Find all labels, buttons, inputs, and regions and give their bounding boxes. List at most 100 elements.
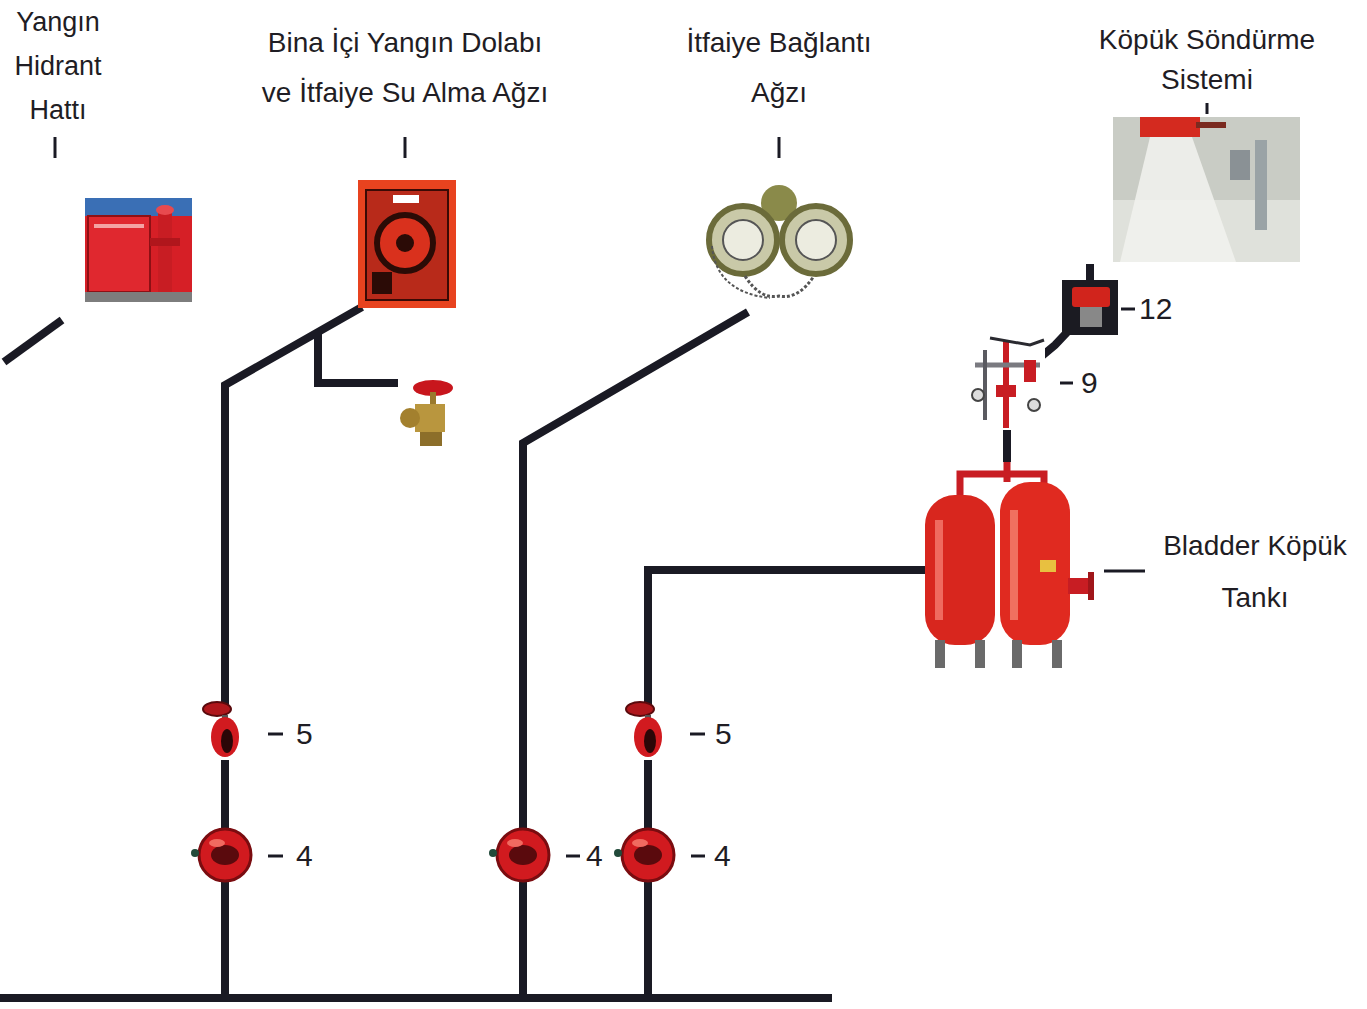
alarm-valve-symbol — [634, 845, 662, 865]
valve-manifold-picture — [972, 389, 984, 401]
alarm-valve-symbol — [614, 849, 622, 857]
equipment-label: İtfaiye Bağlantı Ağzı — [669, 18, 889, 118]
valve-manifold-picture — [996, 385, 1016, 397]
valve-manifold-picture — [1003, 340, 1009, 428]
equipment-label: Bina İçi Yangın Dolabı ve İtfaiye Su Alm… — [255, 18, 555, 118]
alarm-valve-symbol — [509, 845, 537, 865]
siamese-connection-picture — [712, 246, 770, 298]
callout-number: 5 — [715, 716, 732, 752]
equipment-node: Bina İçi Yangın Dolabı ve İtfaiye Su Alm… — [255, 18, 555, 310]
bladder-tank-picture — [1012, 640, 1022, 668]
alarm-valve-symbol — [497, 829, 549, 881]
leader-line — [690, 733, 705, 736]
label-anchor: 9 — [1081, 365, 1098, 401]
butterfly-valve-symbol — [203, 702, 231, 716]
fire-cabinet-picture — [372, 272, 392, 294]
equipment-label: Bladder Köpük Tankı — [1150, 520, 1360, 624]
pipe — [0, 994, 832, 1002]
angle-valve-picture — [400, 380, 453, 446]
siamese-connection-picture — [709, 206, 777, 274]
equipment-node: İtfaiye Bağlantı Ağzı — [669, 18, 889, 302]
valve-manifold-picture — [1024, 360, 1036, 382]
pipe — [644, 882, 652, 998]
alarm-valve-symbol — [199, 829, 251, 881]
leader-line — [268, 733, 283, 736]
pipe — [0, 307, 925, 998]
valve-manifold-picture — [970, 335, 1045, 430]
fire-cabinet-picture — [358, 180, 456, 308]
siamese-connection-picture — [782, 206, 850, 274]
pipe — [519, 882, 527, 998]
bladder-tank-picture — [925, 462, 1094, 668]
label-anchor: 12 — [1139, 291, 1172, 327]
pipe — [644, 760, 652, 828]
bladder-tank-picture — [935, 520, 943, 620]
label-anchor: 4 — [296, 838, 313, 874]
foam-system-picture — [1255, 140, 1267, 230]
leader-line — [1060, 382, 1073, 385]
hydrant-picture — [85, 198, 192, 302]
leader-line — [1121, 308, 1135, 311]
butterfly-valve-symbol — [211, 717, 239, 757]
bladder-tank-picture — [1088, 572, 1094, 600]
alarm-valve-symbol — [622, 829, 674, 881]
angle-valve-picture — [420, 432, 442, 446]
bladder-tank-picture — [1052, 640, 1062, 668]
actuator-picture — [1072, 287, 1110, 307]
hydrant-picture — [158, 210, 172, 294]
label-anchor: 5 — [715, 716, 732, 752]
leader-line — [404, 137, 407, 158]
valve-manifold-picture — [970, 335, 1045, 430]
alarm-valve-symbol — [211, 845, 239, 865]
callout-number: 4 — [296, 838, 313, 874]
alarm-valve-symbol — [489, 849, 497, 857]
bladder-tank-picture — [1000, 482, 1070, 645]
pipe — [318, 332, 398, 383]
bladder-tank-picture — [1010, 510, 1018, 620]
equipment-node: Bladder Köpük Tankı — [918, 462, 1362, 677]
angle-valve-picture — [430, 392, 436, 404]
siamese-connection-picture — [723, 220, 763, 260]
bladder-tank-picture — [975, 640, 985, 668]
fire-cabinet-picture — [366, 190, 448, 300]
hydrant-picture — [94, 224, 144, 228]
alarm-valve-symbol — [489, 829, 549, 881]
foam-system-picture — [1230, 150, 1250, 180]
equipment-label: Köpük Söndürme Sistemi — [1087, 20, 1327, 100]
callout-number: 9 — [1081, 365, 1098, 401]
butterfly-valve-symbol — [634, 717, 662, 757]
label-anchor: 4 — [586, 838, 603, 874]
valve-manifold-picture — [983, 350, 987, 420]
label-anchor: 4 — [714, 838, 731, 874]
pipe — [221, 882, 229, 998]
hydrant-picture — [85, 198, 192, 216]
leader-line — [691, 855, 705, 858]
hydrant-picture — [156, 205, 174, 215]
callout-number: 5 — [296, 716, 313, 752]
hydrant-picture — [85, 198, 192, 302]
foam-system-picture — [1120, 137, 1236, 262]
foam-system-picture — [1140, 117, 1200, 137]
alarm-valve-symbol — [614, 829, 674, 881]
leader-line — [268, 855, 283, 858]
pipe — [648, 570, 925, 706]
pipe — [225, 307, 362, 706]
leader-line — [54, 137, 57, 158]
foam-system-picture — [1196, 122, 1226, 128]
alarm-valve-symbol — [632, 839, 648, 847]
pipe — [4, 320, 62, 362]
leader-line — [1104, 570, 1145, 573]
angle-valve-picture — [400, 408, 420, 428]
hydrant-picture — [88, 216, 150, 292]
label-anchor: 5 — [296, 716, 313, 752]
butterfly-valve-symbol — [644, 729, 656, 753]
valve-manifold-picture — [990, 338, 1044, 345]
callout-number: 4 — [714, 838, 731, 874]
hydrant-picture — [150, 238, 180, 246]
alarm-valve-symbol — [209, 839, 225, 847]
callout-number: 4 — [586, 838, 603, 874]
siamese-connection-picture — [745, 276, 814, 297]
butterfly-valve-symbol — [626, 702, 654, 716]
